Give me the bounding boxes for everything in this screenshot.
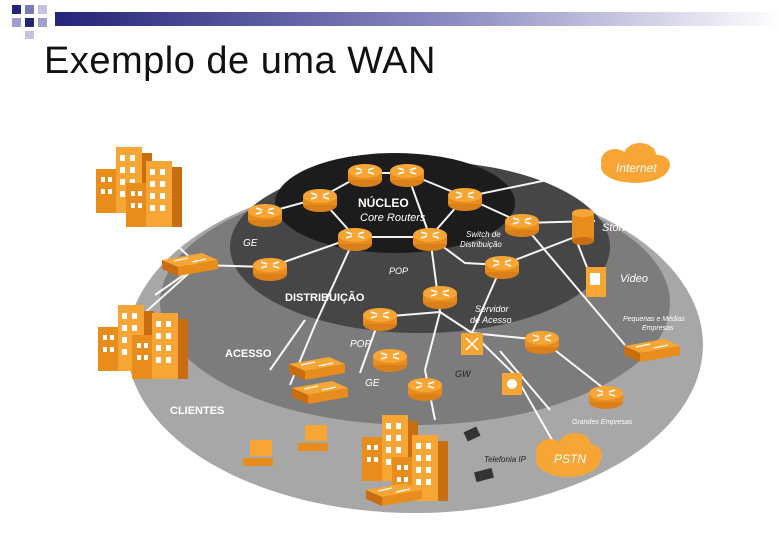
acesso-label: ACESSO — [225, 348, 272, 360]
nucleo-zone — [275, 153, 515, 253]
access-router-1 — [362, 307, 398, 332]
ge-bottom-label: GE — [365, 378, 380, 389]
access-server-icon — [461, 333, 483, 355]
access-router-3 — [407, 377, 443, 402]
title-bar-decoration — [12, 5, 780, 39]
ip-phone-icon — [463, 426, 494, 483]
enterprise-router — [588, 385, 624, 410]
ge-top-label: GE — [243, 238, 258, 249]
pop-router — [422, 285, 458, 310]
distribution-router-3 — [252, 257, 288, 282]
edificios-label-2: Comerciais — [105, 268, 151, 278]
storage-label: Storage — [602, 222, 641, 234]
distribution-router-1 — [337, 227, 373, 252]
video-label: Video — [620, 273, 648, 285]
core-routers-label: Core Routers — [360, 212, 426, 224]
client-pc-icon — [243, 425, 328, 466]
video-icon — [586, 267, 606, 297]
gw-label: GW — [455, 369, 472, 379]
switch-distribuicao-label-2: Distribuição — [460, 240, 502, 249]
pequenas-label-1: Pequenas e Médias — [623, 316, 685, 323]
pstn-label: PSTN — [554, 452, 586, 466]
access-router-4 — [524, 330, 560, 355]
storage-icon — [572, 209, 594, 245]
pstn-cloud — [536, 433, 602, 477]
pequenas-label-2: Empresas — [642, 325, 674, 332]
gateway-icon — [502, 373, 522, 395]
distribution-switch — [412, 227, 448, 252]
distribuicao-label: DISTRIBUIÇÃO — [285, 291, 365, 304]
clientes-label: CLIENTES — [170, 405, 224, 417]
slide-title: Exemplo de uma WAN — [44, 40, 436, 82]
core-router-2 — [389, 163, 425, 188]
distribution-router-4 — [484, 255, 520, 280]
wan-diagram: Internet PSTN NÚCLEO Core Routers Swit — [96, 143, 703, 513]
switch-distribuicao-label-1: Switch de — [466, 230, 501, 239]
core-router-5 — [247, 203, 283, 228]
core-router-4 — [447, 187, 483, 212]
access-router-2 — [372, 348, 408, 373]
internet-label: Internet — [616, 161, 657, 175]
core-router-1 — [347, 163, 383, 188]
servidor-acesso-label-1: Servidor — [475, 304, 510, 314]
pop-top-label: POP — [389, 266, 408, 276]
telefonia-ip-label: Telefonia IP — [484, 455, 527, 464]
internet-cloud — [601, 143, 670, 183]
pop-bottom-label: POP — [350, 339, 371, 350]
grandes-empresas-label: Grandes Empresas — [572, 419, 633, 426]
servidor-acesso-label-2: de Acesso — [470, 315, 512, 325]
distribution-router-2 — [504, 213, 540, 238]
nucleo-label: NÚCLEO — [358, 195, 409, 210]
core-router-3 — [302, 188, 338, 213]
edificios-label-1: Edifícios — [112, 257, 147, 267]
